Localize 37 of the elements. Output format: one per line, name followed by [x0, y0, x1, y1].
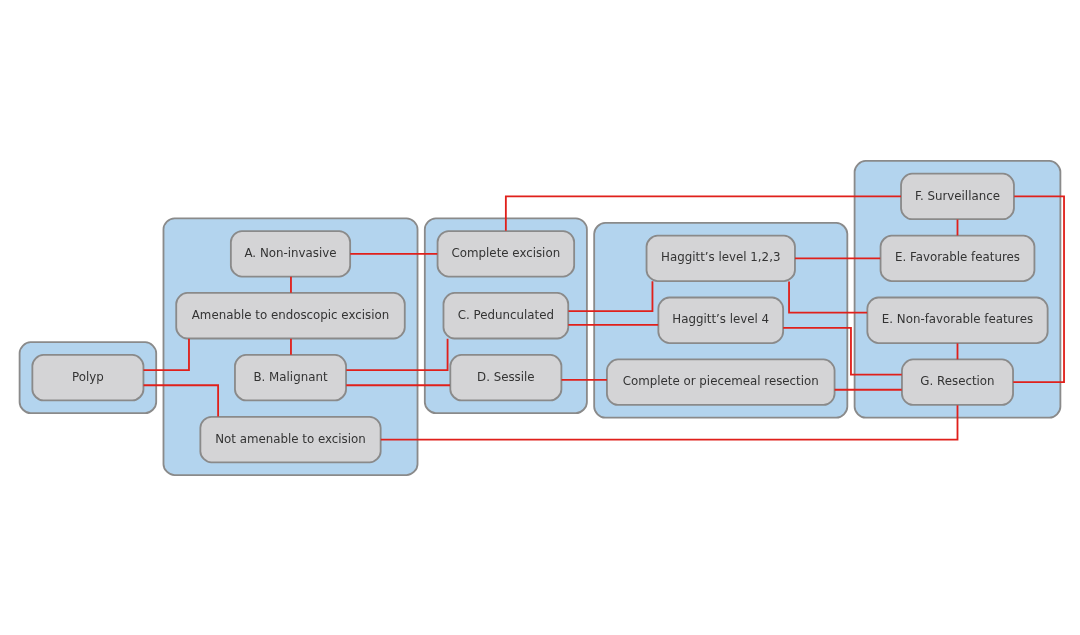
connector — [504, 195, 902, 232]
cluster — [162, 216, 419, 476]
connector — [290, 275, 292, 294]
connector — [290, 337, 292, 356]
node-box: A. Non-invasive — [229, 229, 352, 277]
connector — [379, 403, 959, 440]
node-box: E. Favorable features — [879, 234, 1036, 282]
node-box: B. Malignant — [234, 353, 347, 401]
node-box: D. Sessile — [449, 353, 563, 401]
connector — [142, 337, 190, 371]
connector — [560, 378, 608, 381]
cluster — [853, 159, 1062, 419]
node-box: Complete excision — [436, 229, 576, 277]
node-box: G. Resection — [901, 358, 1014, 406]
connector — [1012, 195, 1065, 383]
cluster — [423, 216, 588, 414]
node-box: Complete or piecemeal resection — [606, 358, 836, 406]
connector — [567, 279, 654, 312]
connector — [345, 383, 451, 386]
node-box: Amenable to endoscopic excision — [175, 291, 406, 339]
node-box: F. Surveillance — [900, 172, 1015, 220]
connector — [833, 388, 903, 391]
node-box: Haggitt’s level 1,2,3 — [645, 234, 796, 282]
node-box: E. Non-favorable features — [866, 296, 1049, 344]
connector — [794, 256, 882, 259]
connector — [788, 280, 868, 314]
node-box: Not amenable to excision — [199, 415, 382, 463]
connector — [349, 252, 439, 255]
node-box: C. Pedunculated — [442, 291, 570, 339]
cluster — [593, 221, 849, 419]
node-box: Polyp — [31, 353, 145, 401]
cluster — [18, 340, 158, 414]
node-box: Haggitt’s level 4 — [657, 296, 785, 344]
connector — [782, 326, 903, 376]
connector — [142, 383, 219, 417]
connector — [345, 337, 449, 371]
connector — [567, 323, 660, 326]
